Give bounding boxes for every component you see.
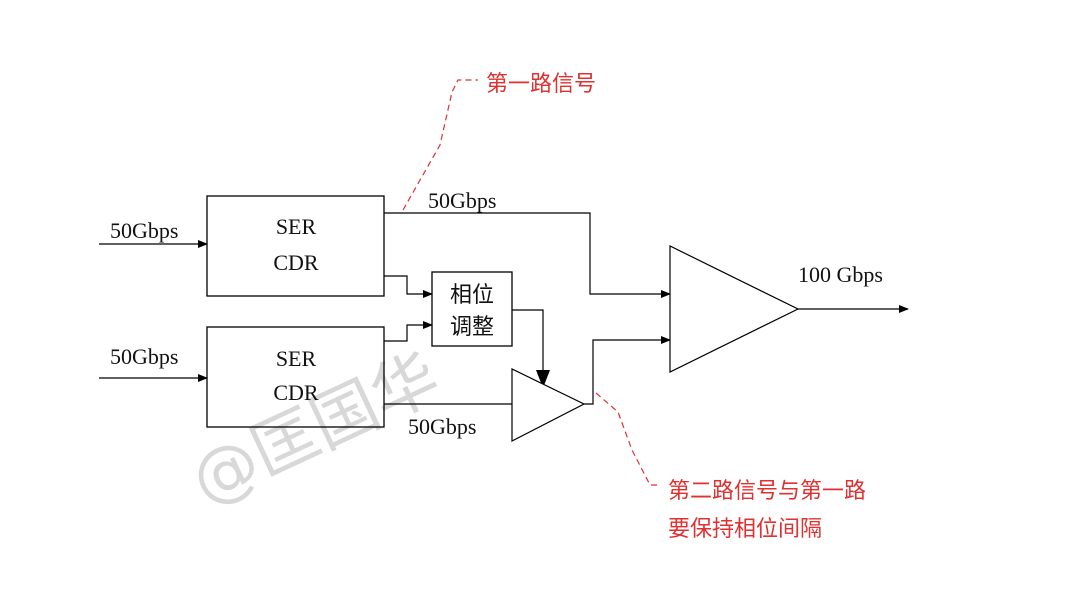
delay-amplifier-triangle [511, 368, 586, 442]
path2-rate-label: 50Gbps [408, 414, 476, 439]
ser1-label-ser: SER [276, 214, 317, 239]
ser1-label-cdr: CDR [273, 250, 319, 275]
path2-to-combiner-line [584, 336, 671, 405]
annotation-second-path-leader [595, 392, 660, 486]
ser-cdr-block-1 [206, 195, 385, 297]
path1-rate-label: 50Gbps [428, 188, 496, 213]
annotation-second-path-line1: 第二路信号与第一路 [668, 478, 866, 503]
path1-line [384, 212, 671, 298]
annotation-second-path-line2: 要保持相位间隔 [668, 516, 822, 541]
phase-control-arrow [512, 309, 550, 388]
phase-adjust-block [431, 271, 513, 347]
output-rate-label: 100 Gbps [798, 262, 883, 287]
ser2-label-ser: SER [276, 346, 317, 371]
cdr1-to-phase-line [384, 275, 433, 298]
input2-rate-label: 50Gbps [110, 344, 178, 369]
cdr2-to-phase-line [384, 321, 433, 342]
phase-label-line1: 相位 [450, 282, 494, 307]
combiner-amplifier-triangle [669, 245, 800, 373]
input1-rate-label: 50Gbps [110, 218, 178, 243]
annotation-first-path: 第一路信号 [486, 71, 596, 96]
ser2-label-cdr: CDR [273, 380, 319, 405]
phase-label-line2: 调整 [450, 314, 494, 339]
